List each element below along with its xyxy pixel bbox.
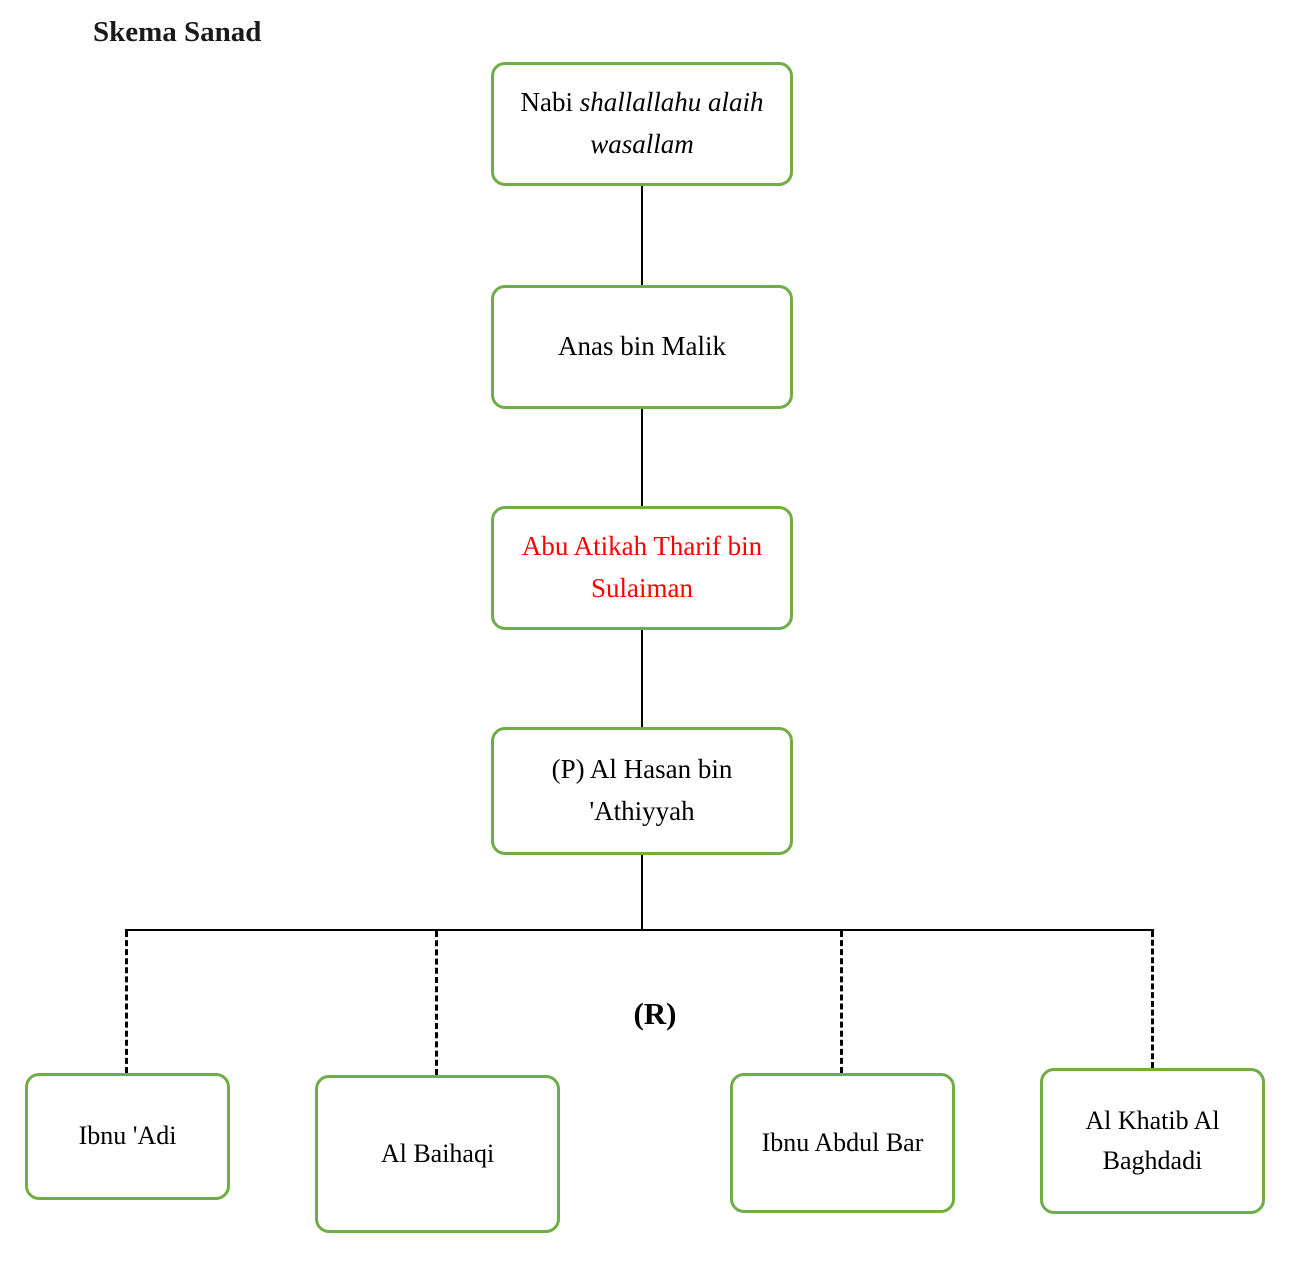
narrator-node-al-baihaqi: Al Baihaqi xyxy=(315,1075,560,1233)
node-label: Al Baihaqi xyxy=(380,1138,495,1168)
connector-nabi-anas xyxy=(641,186,643,286)
branch-label-r: (R) xyxy=(633,996,677,1031)
connector-alhasan-branch xyxy=(641,855,643,931)
node-label: Ibnu 'Adi xyxy=(78,1121,177,1151)
node-label: Nabi shallallahu alaih wasallam xyxy=(508,82,776,166)
dashed-connector-ibnu-abdul-bar xyxy=(840,931,843,1073)
node-label: Abu Atikah Tharif bin Sulaiman xyxy=(521,531,763,603)
node-label-italic: shallallahu alaih wasallam xyxy=(579,87,764,159)
chain-node-nabi: Nabi shallallahu alaih wasallam xyxy=(491,62,793,186)
node-label: Al Khatib Al Baghdadi xyxy=(1085,1105,1220,1175)
connector-anas-abuatikah xyxy=(641,409,643,507)
narrator-node-al-khatib-al-baghdadi: Al Khatib Al Baghdadi xyxy=(1040,1068,1265,1214)
diagram-title: Skema Sanad xyxy=(93,16,262,48)
dashed-connector-al-khatib xyxy=(1151,931,1154,1068)
chain-node-abu-atikah: Abu Atikah Tharif bin Sulaiman xyxy=(491,506,793,630)
node-label: (P) Al Hasan bin 'Athiyyah xyxy=(551,754,733,826)
narrator-node-ibnu-abdul-bar: Ibnu Abdul Bar xyxy=(730,1073,955,1213)
branch-horizontal-line xyxy=(125,929,1154,931)
chain-node-anas-bin-malik: Anas bin Malik xyxy=(491,285,793,409)
connector-abuatikah-alhasan xyxy=(641,630,643,728)
dashed-connector-ibnu-adi xyxy=(125,931,128,1073)
dashed-connector-al-baihaqi xyxy=(435,931,438,1075)
node-label: Ibnu Abdul Bar xyxy=(761,1127,924,1157)
node-label-prefix: Nabi xyxy=(520,87,580,118)
chain-node-al-hasan: (P) Al Hasan bin 'Athiyyah xyxy=(491,727,793,855)
narrator-node-ibnu-adi: Ibnu 'Adi xyxy=(25,1073,230,1200)
node-label: Anas bin Malik xyxy=(558,331,726,362)
